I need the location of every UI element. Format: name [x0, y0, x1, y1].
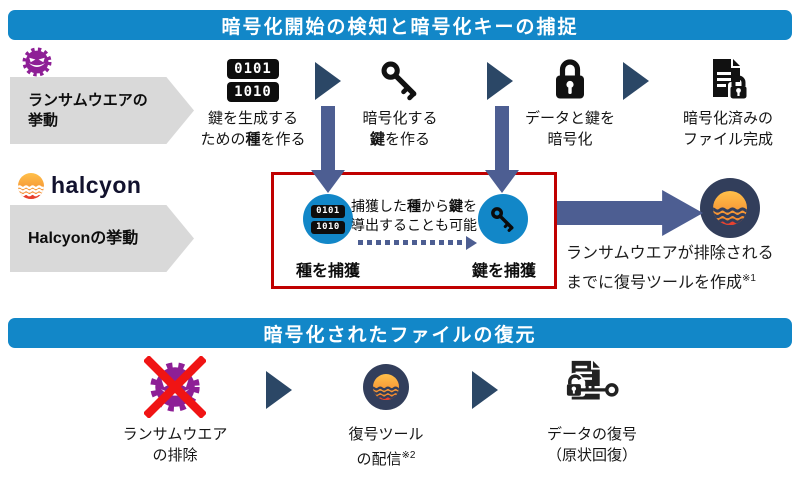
step-encrypt-data: データと鍵を 暗号化 [502, 56, 638, 150]
lane-ransomware-behavior: ランサムウエアの 挙動 [10, 77, 194, 144]
key-mini-icon [491, 207, 514, 232]
flow-arrow-1 [315, 62, 341, 100]
capture-down-arrow-key-head [485, 170, 519, 193]
step-create-key-label: 暗号化する 鍵を作る [362, 110, 438, 148]
banner-top-title: 暗号化開始の検知と暗号化キーの捕捉 [221, 16, 579, 38]
capture-down-arrow-seed-head [311, 170, 345, 193]
binary-seed-icon: 0101 1010 [227, 58, 279, 102]
binary-seed-mini-icon: 0101 1010 [311, 204, 345, 234]
key-capture-icon [478, 194, 528, 244]
dotted-arrow-head [466, 236, 477, 250]
seed-capture-label: 種を捕獲 [295, 263, 360, 280]
seed-capture-icon: 0101 1010 [303, 194, 353, 244]
capture-down-arrow-key [495, 106, 509, 172]
step-encrypted-file: 暗号化済みの ファイル完成 [660, 56, 796, 150]
recovery-arrow-1 [266, 371, 292, 409]
padlock-icon [556, 59, 584, 99]
step-remove-ransomware: ランサムウエア の排除 [107, 354, 243, 466]
key-capture-label: 鍵を捕獲 [471, 263, 536, 280]
banner-encryption-detection: 暗号化開始の検知と暗号化キーの捕捉 [8, 10, 792, 40]
decryptor-note: ランサムウエアが排除される までに復号ツールを作成※1 [566, 245, 774, 292]
step-create-seed-label: 鍵を生成する ための種を作る [200, 110, 306, 148]
halcyon-badge-icon [700, 178, 760, 238]
malware-icon [22, 47, 52, 77]
dotted-arrow [358, 240, 466, 245]
key-icon [381, 61, 417, 101]
step-deliver-decryptor-label: 復号ツール の配信※2 [348, 426, 424, 468]
flow-arrow-3 [623, 62, 649, 100]
step-create-seed: 0101 1010 鍵を生成する ための種を作る [185, 56, 321, 150]
step-encrypted-file-label: 暗号化済みの ファイル完成 [682, 110, 773, 148]
lane-halcyon-label: Halcyonの挙動 [28, 229, 139, 247]
recovery-arrow-2 [472, 371, 498, 409]
halcyon-wordmark: halcyon [51, 172, 142, 198]
lane-ransomware-label-line1: ランサムウエアの [28, 91, 148, 109]
step-encrypt-data-label: データと鍵を 暗号化 [524, 110, 615, 148]
to-decryptor-arrow [557, 190, 703, 236]
document-unlock-key-icon [564, 360, 620, 400]
halcyon-sun-icon [18, 172, 44, 199]
capture-down-arrow-seed [321, 106, 335, 172]
lane-halcyon-behavior: Halcyonの挙動 [10, 205, 194, 272]
step-remove-ransomware-label: ランサムウエア の排除 [122, 426, 228, 464]
step-deliver-decryptor: 復号ツール の配信※2 [318, 354, 454, 470]
step-create-key: 暗号化する 鍵を作る [332, 56, 468, 150]
banner-file-recovery: 暗号化されたファイルの復元 [8, 318, 792, 348]
step-decrypt-data-label: データの復号 （原状回復） [546, 426, 637, 464]
malware-crossed-icon [144, 356, 206, 418]
encrypted-file-icon [713, 59, 748, 100]
step-decrypt-data: データの復号 （原状回復） [524, 354, 660, 466]
capture-highlight-box [271, 172, 557, 289]
halcyon-badge-small-icon [363, 364, 409, 410]
flow-arrow-2 [487, 62, 513, 100]
banner-bottom-title: 暗号化されたファイルの復元 [263, 324, 537, 346]
halcyon-logo: halcyon [18, 172, 141, 199]
lane-ransomware-label-line2: 挙動 [28, 111, 59, 129]
derive-key-note: 捕獲した種から鍵を 導出することも可能 [351, 198, 477, 233]
